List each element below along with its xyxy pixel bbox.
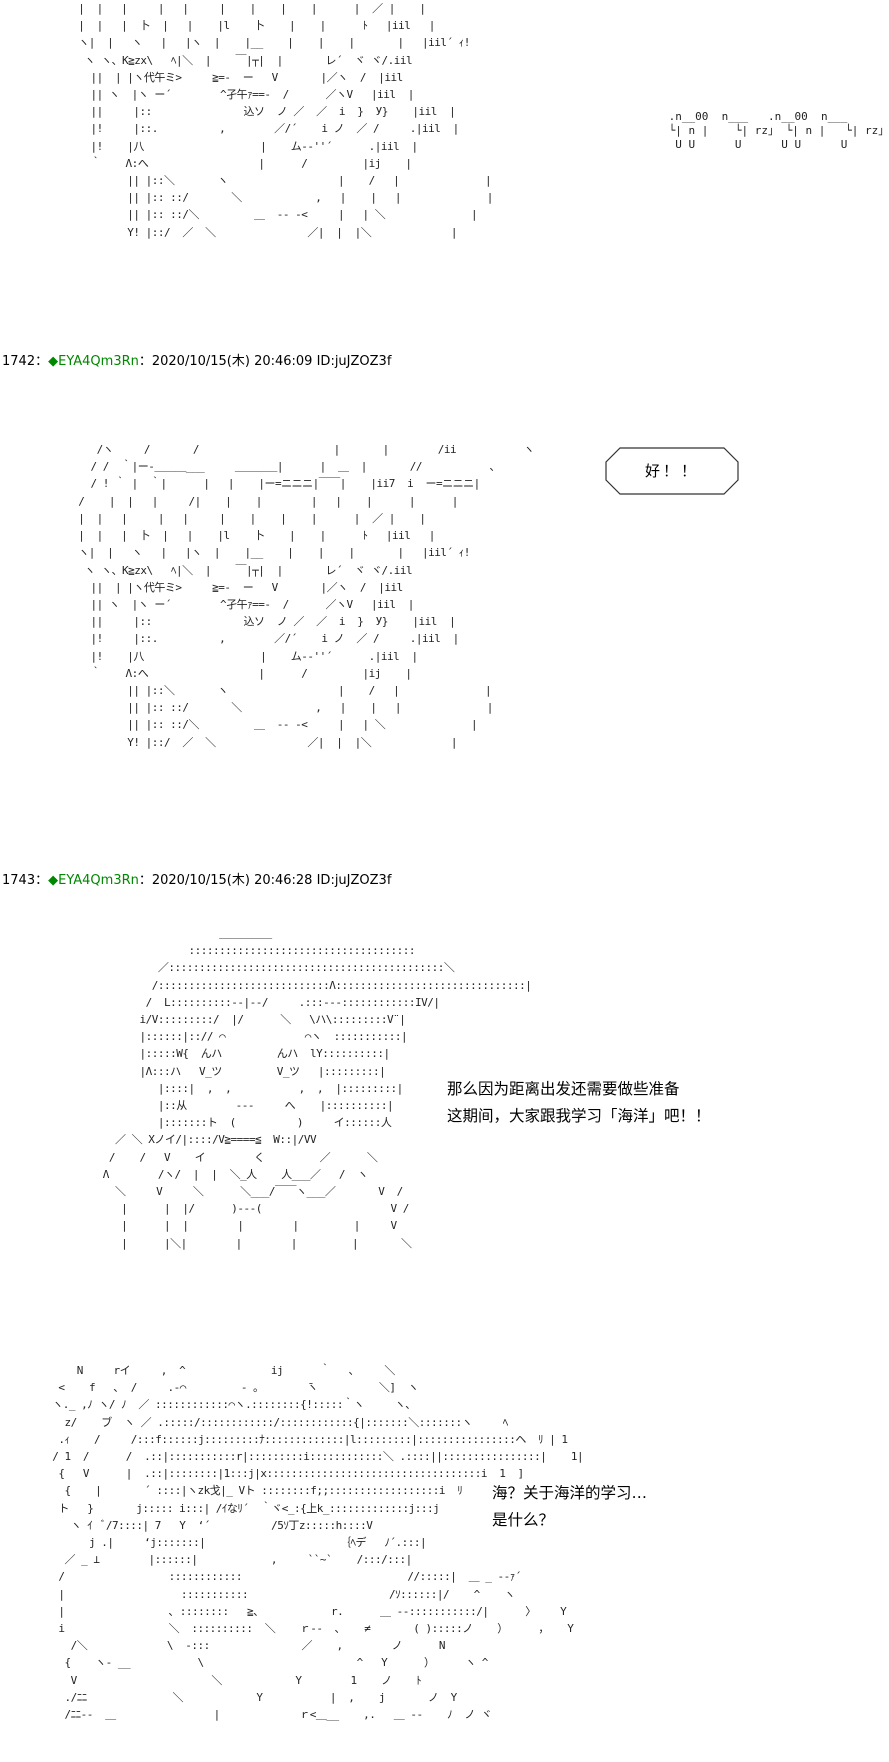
speech-bubble-text: 好！！ — [644, 462, 699, 480]
post-datetime: ：2020/10/15(木) 20:46:28 — [138, 873, 313, 888]
sound-effect-text: .n__00 n___ .n__00 n___ └| n | └| rz」 └|… — [668, 110, 889, 151]
post-header-1742: 1742：◆EYA4Qm3Rn：2020/10/15(木) 20:46:09 I… — [2, 354, 391, 370]
speech-bubble: 好！！ — [604, 446, 740, 496]
ascii-art-character-4: N rイ , ^ ij ｀ ､ ＼ < f ､ / .-⌒ ‐ ｡ ̄ヽ ＼] … — [52, 1364, 584, 1722]
post-trip: EYA4Qm3Rn — [58, 354, 139, 369]
dialog-text-1: 那么因为距离出发还需要做些准备 这期间，大家跟我学习「海洋」吧！！ — [447, 1080, 711, 1125]
post-trip: EYA4Qm3Rn — [58, 873, 139, 888]
ascii-art-character-3: ＿＿＿＿＿ ::::::::::::::::::::::::::::::::::… — [102, 927, 532, 1250]
ascii-art-character-2: | | | | | | | | | | ／ | | | | | 卜 | | |l… — [78, 512, 493, 749]
trip-diamond-icon: ◆ — [48, 354, 59, 369]
post-id[interactable]: ID:juJZOZ3f — [316, 873, 392, 888]
post-datetime: ：2020/10/15(木) 20:46:09 — [138, 354, 313, 369]
post-separator: ： — [35, 354, 49, 369]
trip-diamond-icon: ◆ — [48, 873, 59, 888]
post-separator: ： — [35, 873, 49, 888]
post-number[interactable]: 1743 — [2, 873, 36, 888]
post-header-1743: 1743：◆EYA4Qm3Rn：2020/10/15(木) 20:46:28 I… — [2, 873, 391, 889]
post-number[interactable]: 1742 — [2, 354, 36, 369]
post-id[interactable]: ID:juJZOZ3f — [316, 354, 392, 369]
ascii-art-character-1: | | | | | | | | | | ／ | | | | | 卜 | | |l… — [78, 2, 493, 239]
ascii-art-character-2-top: /ヽ / / | | /ii ヽ / / ｀|ー-＿＿＿___ ＿＿＿＿| | … — [78, 443, 534, 508]
dialog-text-2: 海？关于海洋的学习… 是什么？ — [492, 1484, 648, 1529]
speech-bubble-outline — [605, 447, 739, 495]
